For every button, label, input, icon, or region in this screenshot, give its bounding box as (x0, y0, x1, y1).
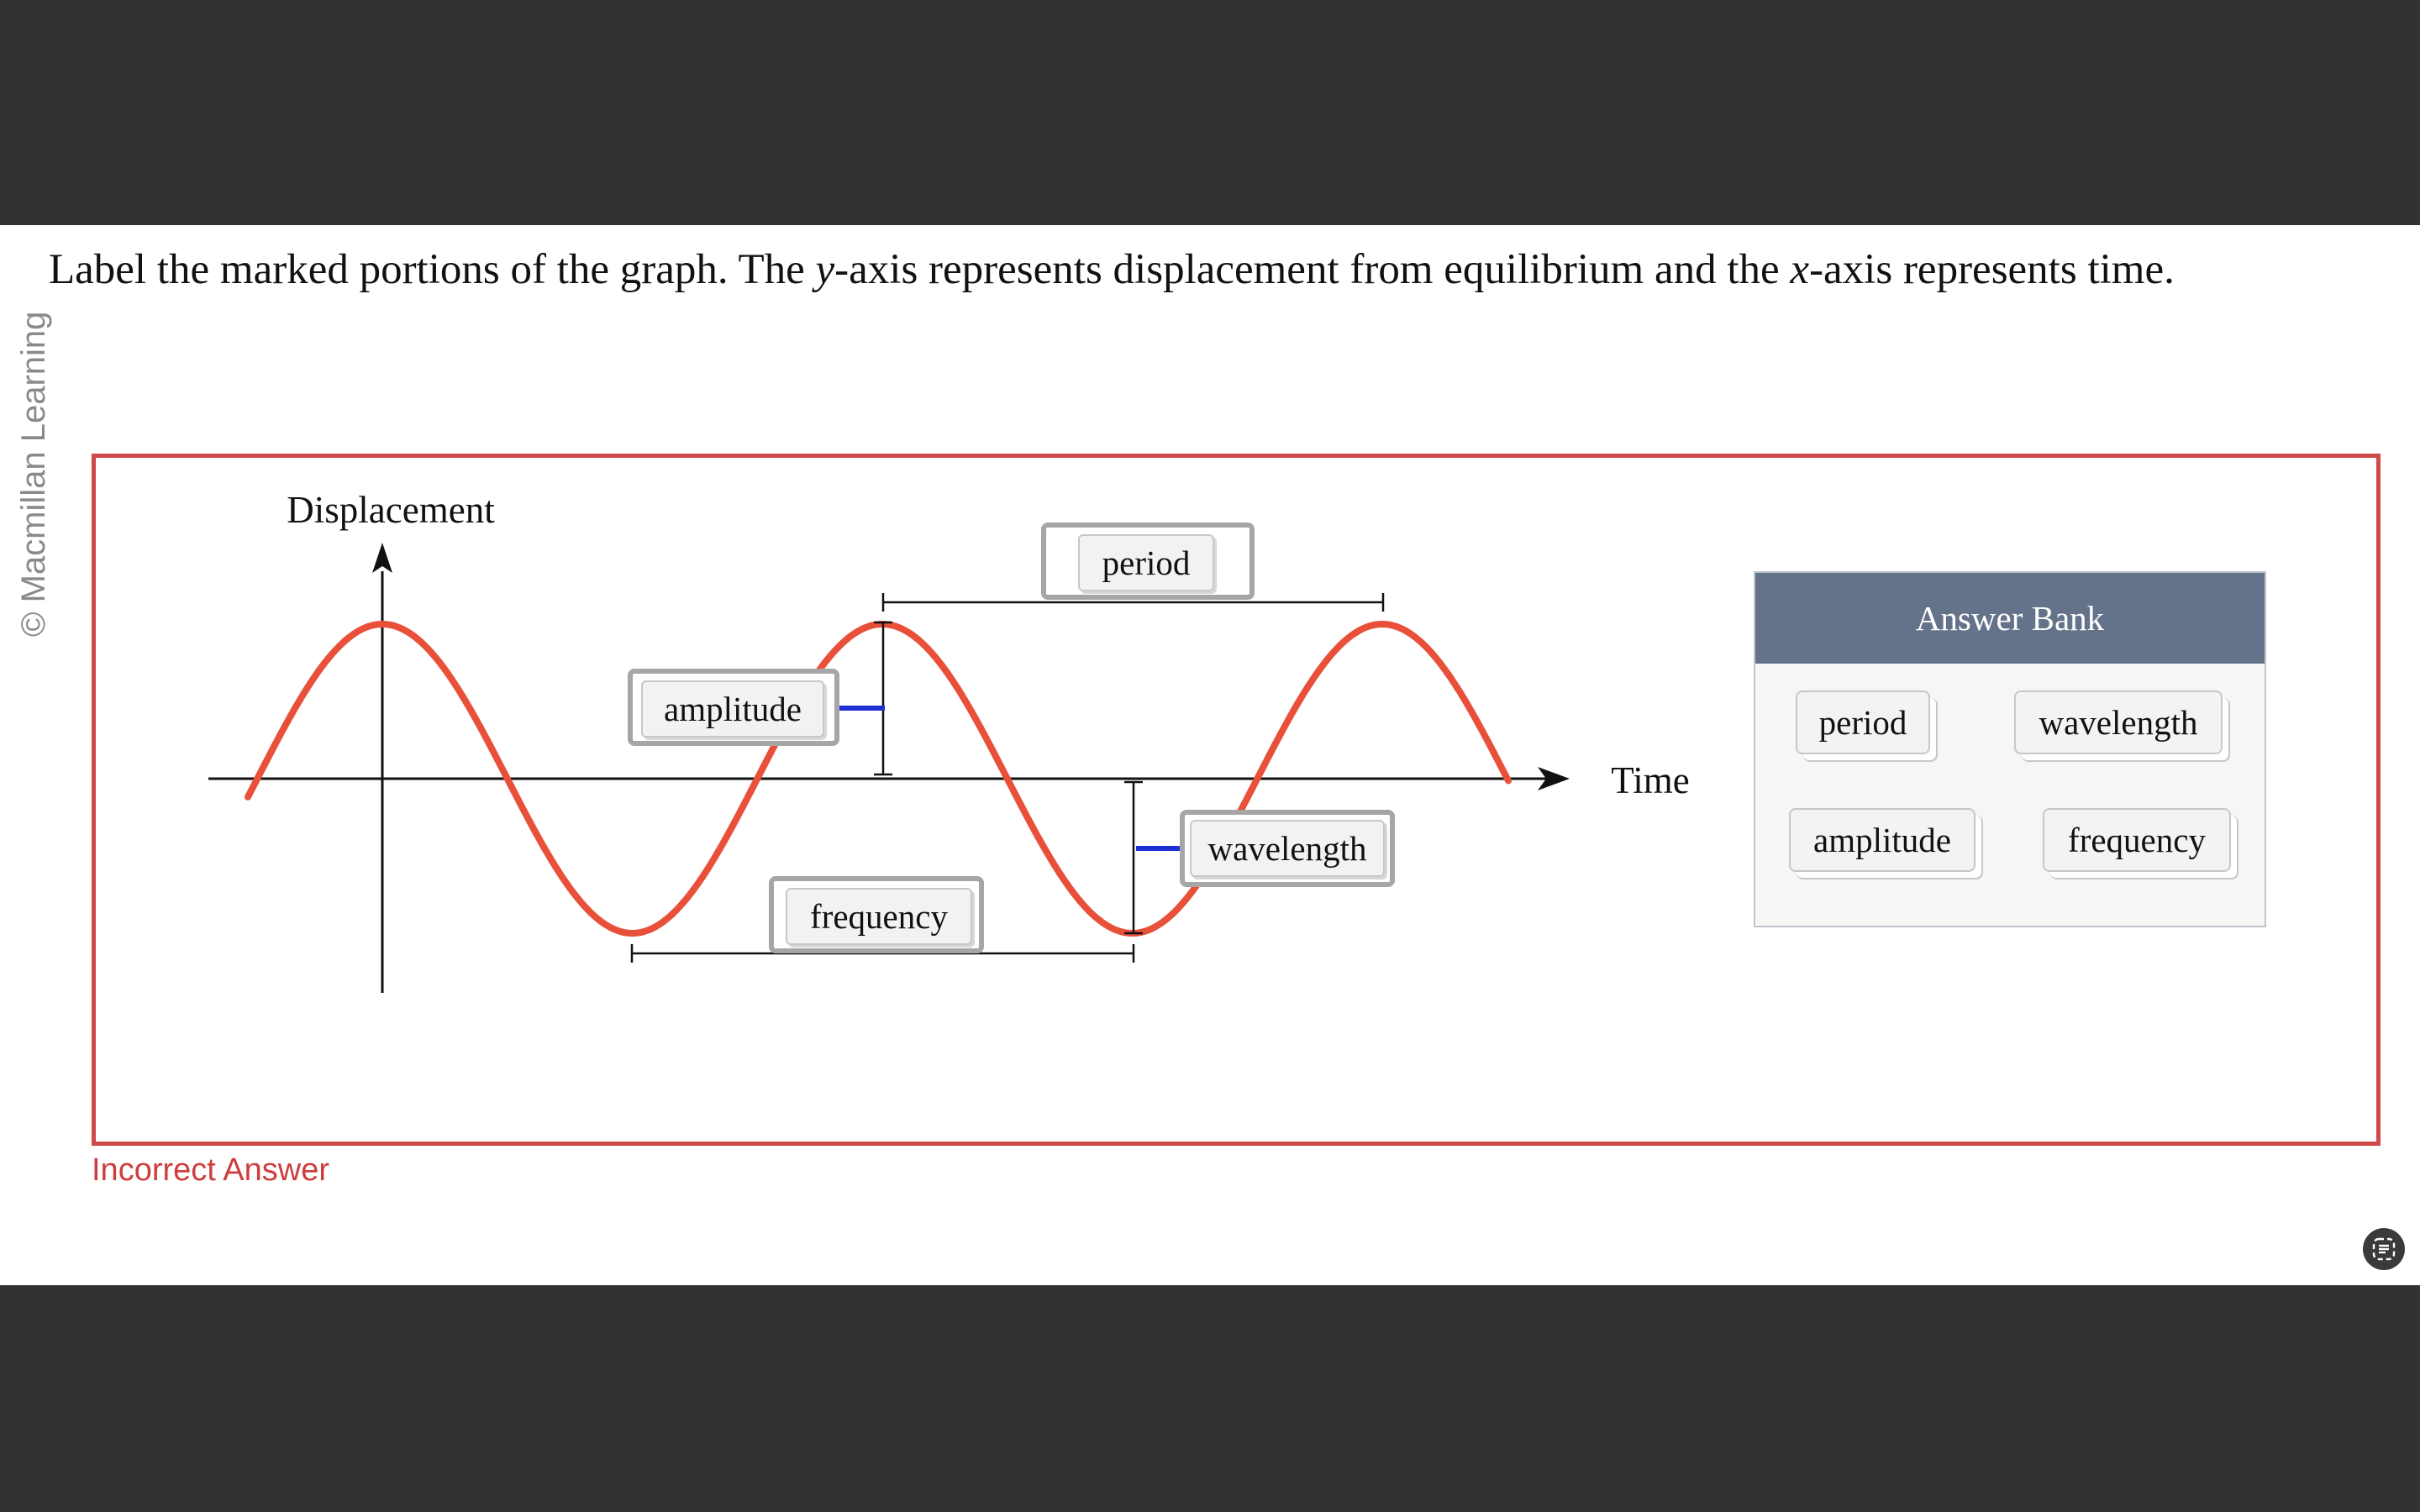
answer-bank-header: Answer Bank (1755, 573, 2265, 664)
placed-label-wavelength[interactable]: wavelength (1190, 820, 1385, 877)
x-axis-arrow-icon (1538, 767, 1570, 790)
question-prompt: Label the marked portions of the graph. … (49, 245, 2402, 294)
question-y-variable: y (815, 246, 835, 293)
period-drop-target[interactable]: period (1041, 522, 1255, 600)
placed-label-amplitude[interactable]: amplitude (641, 680, 824, 738)
placed-label-frequency[interactable]: frequency (786, 888, 972, 945)
y-axis-label: Displacement (287, 489, 495, 531)
frequency-drop-target[interactable]: frequency (769, 876, 984, 953)
question-text-part1: Label the marked portions of the graph. … (49, 246, 816, 293)
answer-bank-item-frequency[interactable]: frequency (2043, 808, 2231, 872)
answer-bank: Answer Bank period wavelength amplitude … (1754, 571, 2266, 927)
accessibility-button[interactable] (2363, 1228, 2405, 1270)
wave-curve (245, 620, 1512, 937)
question-text-part2: -axis represents displacement from equil… (834, 246, 1791, 293)
feedback-message: Incorrect Answer (92, 1152, 329, 1188)
question-x-variable: x (1790, 246, 1810, 293)
x-axis-label: Time (1611, 759, 1689, 801)
y-axis-arrow-icon (372, 543, 392, 573)
question-text-part3: -axis represents time. (1809, 246, 2175, 293)
text-reader-icon (2372, 1237, 2396, 1261)
amplitude-drop-target[interactable]: amplitude (628, 669, 839, 746)
answer-bank-item-period[interactable]: period (1796, 690, 1930, 754)
placed-label-period[interactable]: period (1078, 534, 1214, 591)
answer-bank-item-wavelength[interactable]: wavelength (2014, 690, 2223, 754)
wavelength-drop-target[interactable]: wavelength (1180, 810, 1395, 887)
answer-bank-item-amplitude[interactable]: amplitude (1789, 808, 1975, 872)
